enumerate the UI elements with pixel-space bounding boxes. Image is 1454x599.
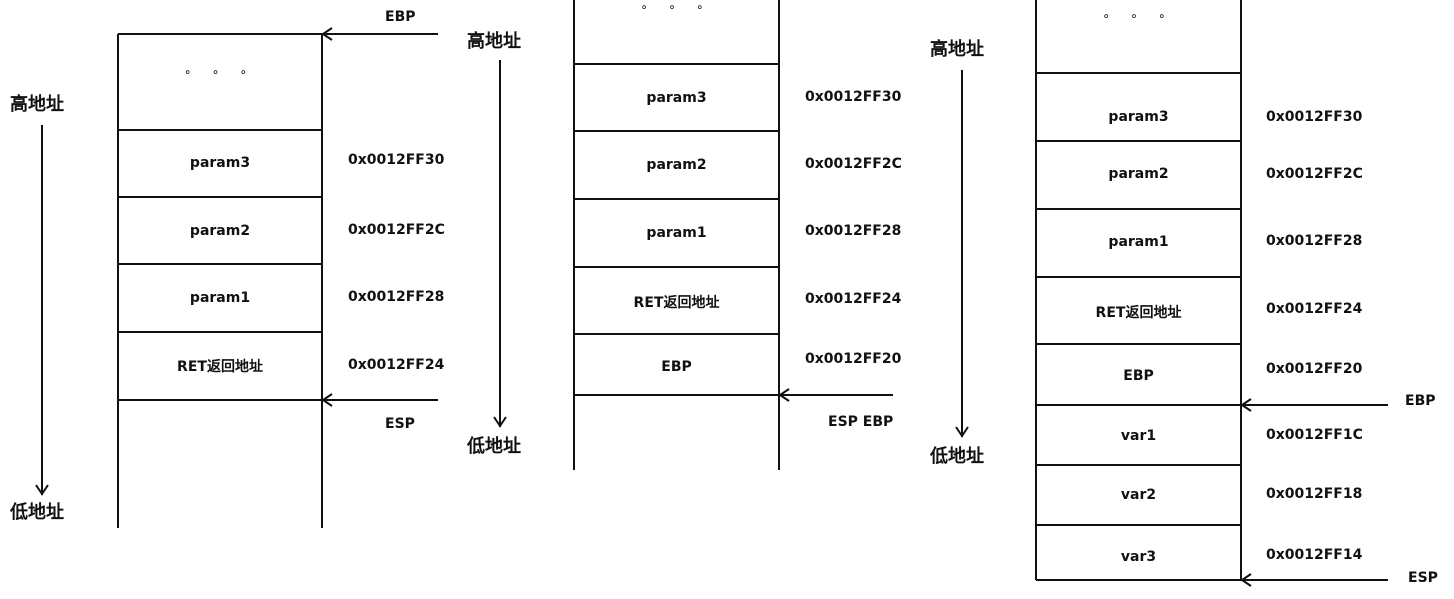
stack-slot-label: RET返回地址 <box>177 358 263 375</box>
low-address-label: 低地址 <box>929 445 984 467</box>
register-label: ESP EBP <box>828 414 893 430</box>
arrow-head-icon <box>35 484 49 496</box>
ellipsis-slot: ° ° ° <box>185 69 256 83</box>
slot-address: 0x0012FF24 <box>805 291 902 307</box>
stack-slot-label: RET返回地址 <box>634 294 720 311</box>
slot-address: 0x0012FF28 <box>1266 233 1362 249</box>
slot-address: 0x0012FF24 <box>348 357 445 373</box>
slot-address: 0x0012FF24 <box>1266 301 1363 317</box>
stack-slot-label: param2 <box>1108 166 1168 182</box>
high-address-label: 高地址 <box>467 30 521 52</box>
stack-slot-label: var2 <box>1121 487 1156 503</box>
slot-address: 0x0012FF30 <box>1266 109 1363 125</box>
slot-address: 0x0012FF1C <box>1266 427 1363 443</box>
register-pointer-arrow <box>321 393 438 407</box>
register-pointer-arrow <box>1240 398 1388 412</box>
stack-slot-label: param3 <box>190 155 250 171</box>
ellipsis-slot: ° ° ° <box>1103 13 1174 27</box>
ellipsis-slot: ° ° ° <box>641 4 712 18</box>
high-address-label: 高地址 <box>930 38 984 60</box>
low-address-label: 低地址 <box>466 435 521 457</box>
slot-address: 0x0012FF28 <box>805 223 901 239</box>
stack-slot-label: param1 <box>646 225 706 241</box>
arrow-head-icon <box>321 27 333 41</box>
arrow-head-icon <box>1240 398 1252 412</box>
stack-slot-label: param3 <box>1108 109 1168 125</box>
slot-address: 0x0012FF2C <box>348 222 445 238</box>
stack-slot-label: param2 <box>190 223 250 239</box>
arrow-head-icon <box>778 388 790 402</box>
register-label: EBP <box>385 9 416 25</box>
stack-slot-label: param2 <box>646 157 706 173</box>
register-pointer-arrow <box>778 388 893 402</box>
stack-slot-label: var3 <box>1121 549 1156 565</box>
slot-address: 0x0012FF18 <box>1266 486 1362 502</box>
arrow-head-icon <box>955 426 969 438</box>
stack-slot-label: EBP <box>1123 368 1154 384</box>
register-label: ESP <box>385 416 415 432</box>
high-address-label: 高地址 <box>10 93 64 115</box>
arrow-head-icon <box>1240 573 1252 587</box>
low-address-label: 低地址 <box>9 501 64 523</box>
slot-address: 0x0012FF2C <box>1266 166 1363 182</box>
register-pointer-arrow <box>1240 573 1388 587</box>
arrow-head-icon <box>321 393 333 407</box>
downward-arrow <box>493 60 507 428</box>
arrow-head-icon <box>493 416 507 428</box>
stack-slot-label: param1 <box>1108 234 1168 250</box>
register-pointer-arrow <box>321 27 438 41</box>
downward-arrow <box>955 70 969 438</box>
slot-address: 0x0012FF14 <box>1266 547 1363 563</box>
slot-address: 0x0012FF20 <box>1266 361 1363 377</box>
slot-address: 0x0012FF20 <box>805 351 902 367</box>
register-label: EBP <box>1405 393 1436 409</box>
stack-slot-label: var1 <box>1121 428 1156 444</box>
slot-address: 0x0012FF30 <box>805 89 902 105</box>
slot-address: 0x0012FF30 <box>348 152 445 168</box>
stack-slot-label: param1 <box>190 290 250 306</box>
slot-address: 0x0012FF2C <box>805 156 902 172</box>
downward-arrow <box>35 125 49 496</box>
stack-slot-label: RET返回地址 <box>1096 304 1182 321</box>
slot-address: 0x0012FF28 <box>348 289 444 305</box>
register-label: ESP <box>1408 570 1438 586</box>
stack-slot-label: param3 <box>646 90 706 106</box>
stack-slot-label: EBP <box>661 359 692 375</box>
